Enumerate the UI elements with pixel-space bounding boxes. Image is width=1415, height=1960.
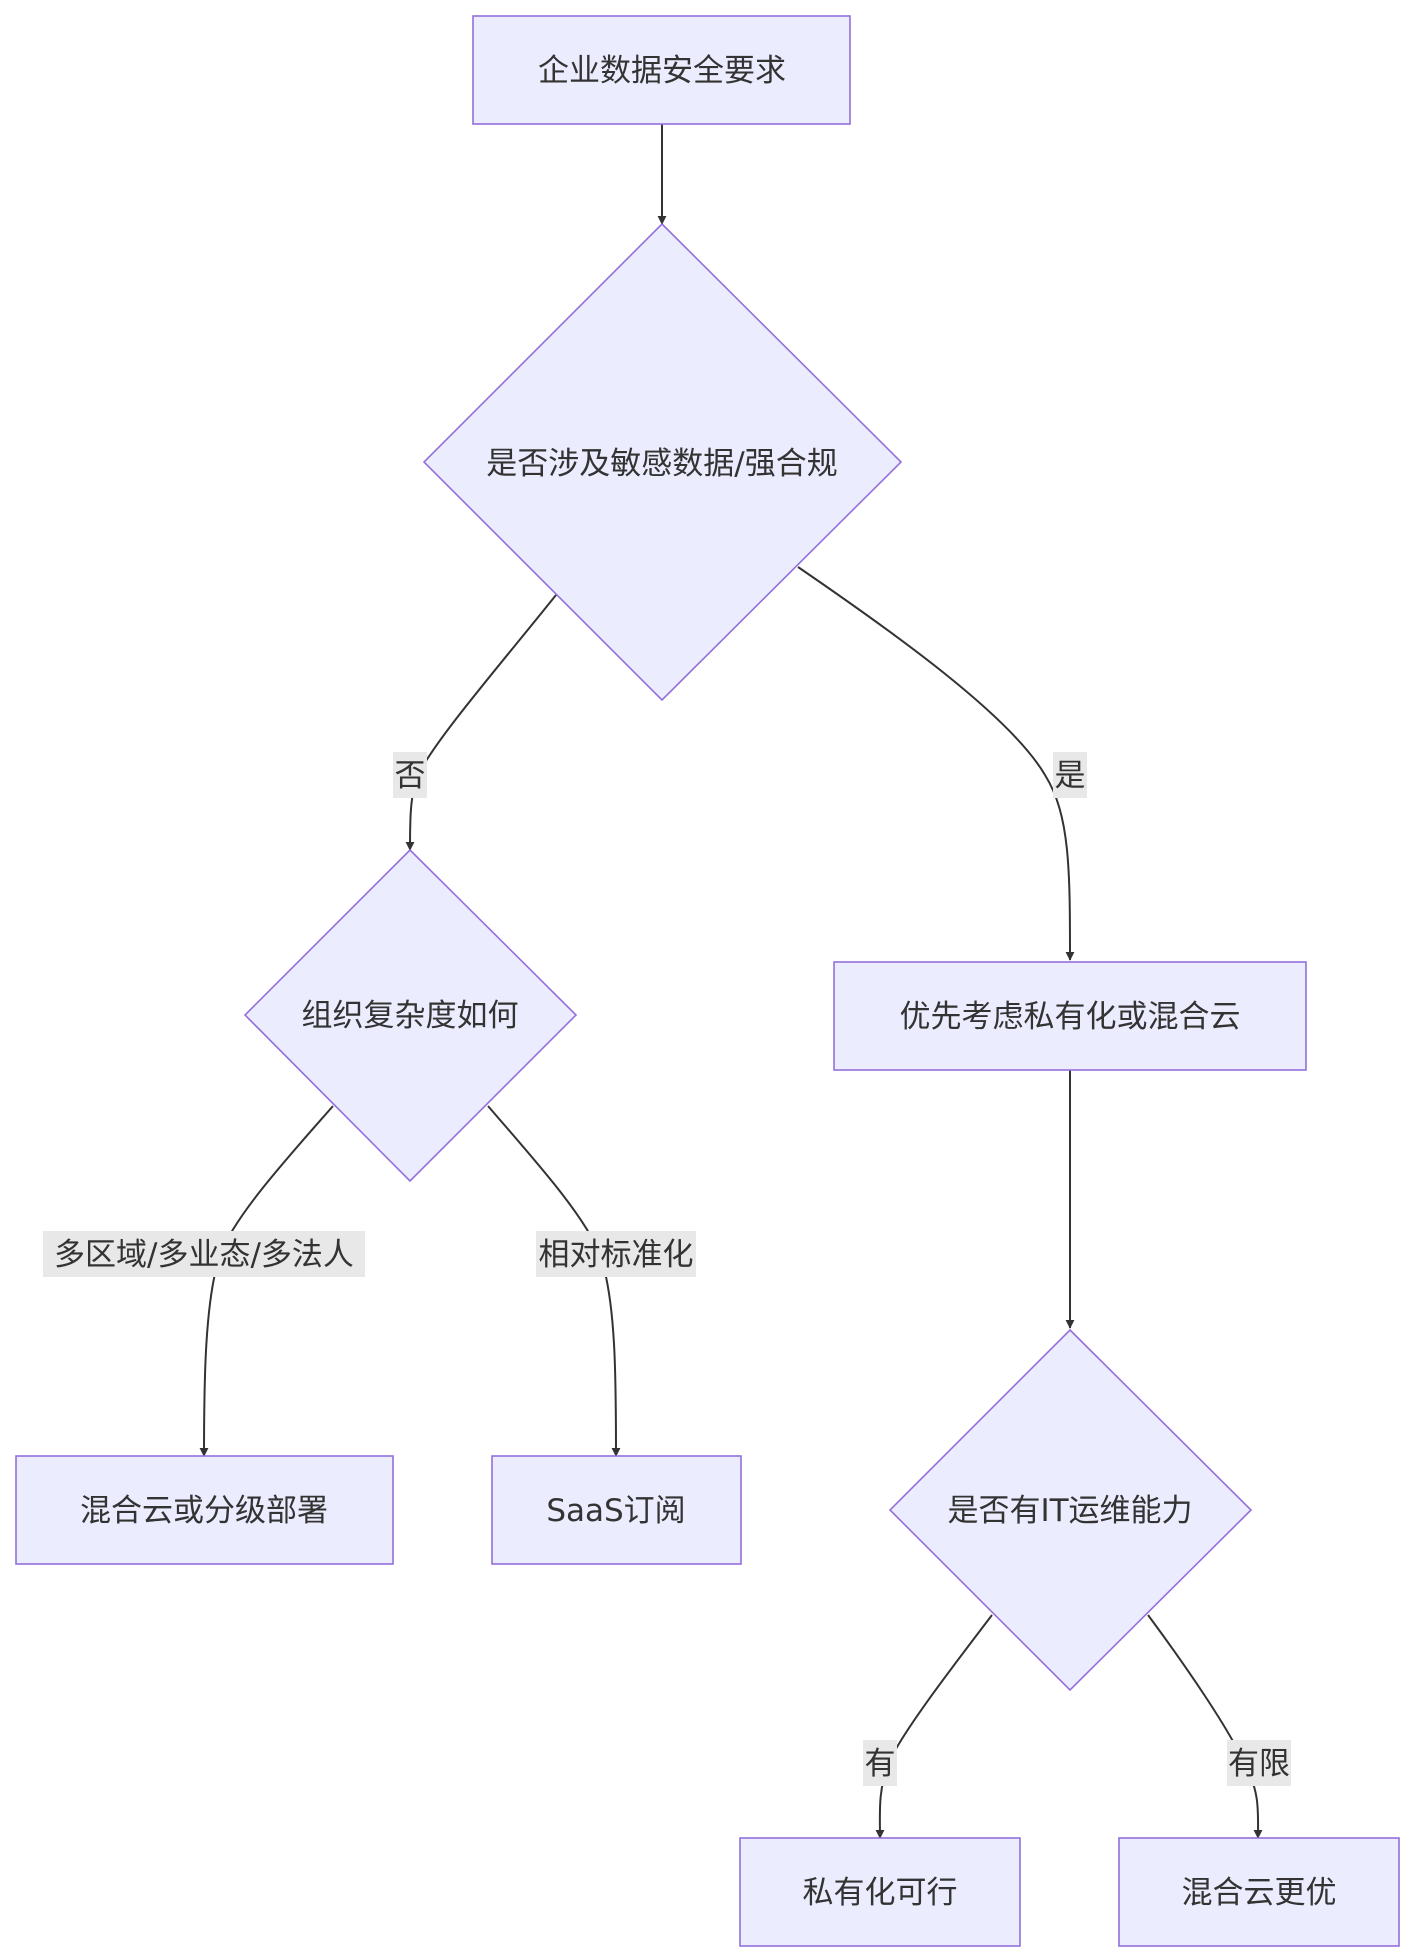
node-start: 企业数据安全要求: [472, 15, 851, 125]
node-saas: SaaS订阅: [491, 1455, 742, 1565]
svg-text:有: 有: [865, 1746, 896, 1782]
edge-label-multi: 多区域/多业态/多法人: [43, 1231, 365, 1277]
svg-text:是否有IT运维能力: 是否有IT运维能力: [947, 1493, 1192, 1529]
node-hybrid-tiered: 混合云或分级部署: [15, 1455, 394, 1565]
svg-text:否: 否: [395, 758, 426, 794]
edge-label-has: 有: [863, 1740, 897, 1786]
svg-text:私有化可行: 私有化可行: [803, 1875, 958, 1911]
svg-text:混合云或分级部署: 混合云或分级部署: [80, 1493, 328, 1529]
node-q-complexity: 组织复杂度如何: [243, 848, 578, 1183]
edge-q-sensitive-no: [405, 594, 557, 851]
svg-text:企业数据安全要求: 企业数据安全要求: [538, 53, 786, 89]
node-private-or-hybrid: 优先考虑私有化或混合云: [833, 961, 1307, 1071]
svg-text:多区域/多业态/多法人: 多区域/多业态/多法人: [54, 1237, 354, 1273]
edge-label-limited: 有限: [1227, 1740, 1291, 1786]
nodes: 企业数据安全要求 是否涉及敏感数据/强合规 组织复杂度如何 优先考虑私有化或混合…: [15, 15, 1400, 1947]
edge-q-sensitive-yes: [797, 566, 1075, 961]
svg-text:SaaS订阅: SaaS订阅: [546, 1493, 685, 1529]
svg-text:有限: 有限: [1228, 1746, 1290, 1782]
edge-labels: 否 是 多区域/多业态/多法人 相对标准化 有 有限: [43, 752, 1291, 1786]
svg-text:是: 是: [1055, 758, 1086, 794]
node-private-ok: 私有化可行: [739, 1837, 1021, 1947]
node-hybrid-better: 混合云更优: [1118, 1837, 1400, 1947]
svg-text:混合云更优: 混合云更优: [1182, 1875, 1337, 1911]
edge-label-no: 否: [393, 752, 427, 798]
edge-label-yes: 是: [1053, 752, 1087, 798]
edge-q-complexity-standard: [487, 1105, 621, 1457]
svg-text:优先考虑私有化或混合云: 优先考虑私有化或混合云: [900, 999, 1241, 1035]
edge-q-it-ops-has: [875, 1614, 993, 1839]
edge-q-it-ops-limited: [1147, 1614, 1263, 1839]
edge-label-standard: 相对标准化: [536, 1231, 696, 1277]
svg-text:是否涉及敏感数据/强合规: 是否涉及敏感数据/强合规: [486, 446, 837, 482]
node-q-sensitive: 是否涉及敏感数据/强合规: [422, 222, 903, 702]
svg-text:组织复杂度如何: 组织复杂度如何: [302, 998, 519, 1034]
edge-q-complexity-multi: [199, 1105, 334, 1457]
node-q-it-ops: 是否有IT运维能力: [888, 1328, 1253, 1692]
svg-text:相对标准化: 相对标准化: [539, 1237, 694, 1273]
